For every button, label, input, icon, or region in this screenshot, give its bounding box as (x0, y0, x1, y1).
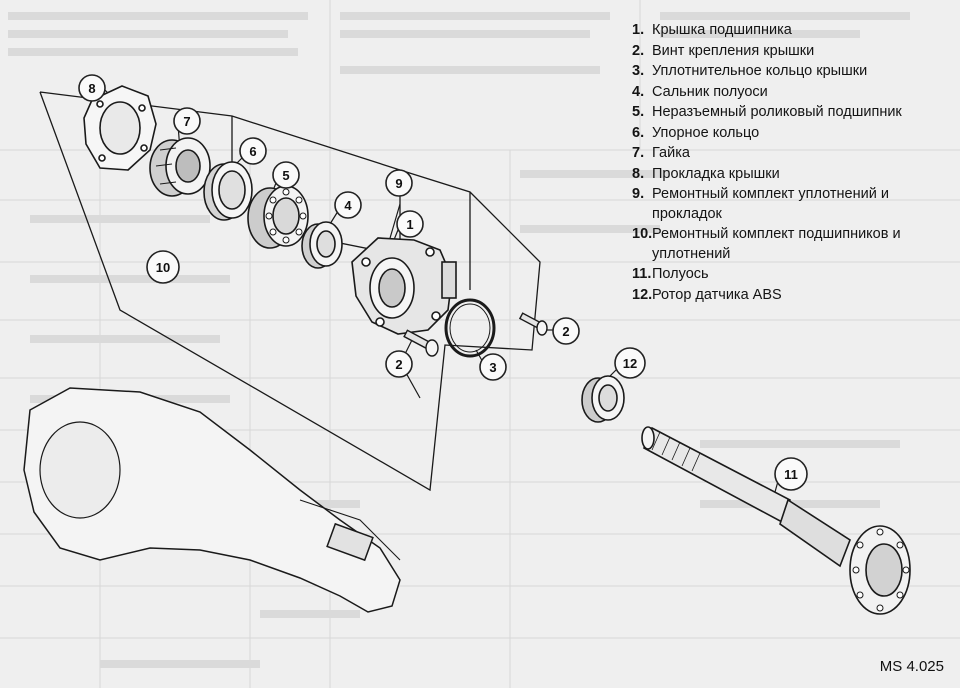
callout-5: 5 (272, 161, 300, 189)
callout-12: 12 (614, 347, 646, 379)
legend-item-8: 8.Прокладка крышки (632, 165, 780, 182)
legend-item-10: 10.Ремонтный комплект подшипников и упло… (632, 226, 901, 262)
legend-item-11: 11.Полуось (632, 266, 709, 282)
callout-6: 6 (239, 137, 267, 165)
oil-seal-part-4 (301, 221, 343, 269)
svg-text:4: 4 (344, 198, 352, 213)
callout-8: 8 (78, 74, 106, 102)
svg-text:5: 5 (282, 168, 289, 183)
svg-text:11: 11 (784, 467, 798, 482)
callout-10: 10 (146, 250, 180, 284)
thrust-ring-part-6 (203, 161, 253, 221)
legend-item-6: 6.Упорное кольцо (632, 124, 760, 141)
legend-item-9: 9.Ремонтный комплект уплотнений и прокла… (632, 186, 889, 222)
svg-text:1: 1 (406, 217, 413, 232)
legend-item-12: 12.Ротор датчика ABS (632, 286, 782, 303)
callout-2-right: 2 (552, 317, 580, 345)
legend-item-7: 7.Гайка (632, 145, 690, 161)
parts-legend: 1.Крышка подшипника 2.Винт крепления кры… (632, 20, 932, 305)
svg-text:9: 9 (395, 176, 402, 191)
svg-text:10: 10 (156, 260, 170, 275)
callout-4: 4 (334, 191, 362, 219)
figure-reference: MS 4.025 (879, 658, 944, 675)
abs-rotor-part-12 (581, 375, 625, 423)
axle-housing (23, 387, 401, 613)
callout-1: 1 (396, 210, 424, 238)
o-ring-part-3 (444, 298, 496, 358)
legend-item-2: 2.Винт крепления крышки (632, 42, 815, 59)
svg-text:3: 3 (489, 360, 496, 375)
half-shaft-part-11 (641, 426, 911, 615)
callout-3: 3 (479, 353, 507, 381)
svg-text:8: 8 (88, 81, 95, 96)
bearing-cap-part-1 (351, 237, 457, 335)
nut-part-7 (149, 137, 211, 197)
screw-part-2 (403, 312, 548, 357)
legend-item-3: 3.Уплотнительное кольцо крышки (632, 63, 868, 79)
svg-text:2: 2 (562, 324, 569, 339)
bearing-part-5 (247, 185, 309, 249)
callout-7: 7 (173, 107, 201, 135)
svg-text:12: 12 (623, 356, 637, 371)
svg-text:7: 7 (183, 114, 190, 129)
callout-2-left: 2 (385, 350, 413, 378)
legend-item-5: 5.Неразъемный роликовый подшипник (632, 104, 902, 120)
callout-9: 9 (385, 169, 413, 197)
gasket-part-8 (83, 85, 157, 171)
svg-text:2: 2 (395, 357, 402, 372)
callout-11: 11 (774, 457, 808, 491)
kit-outline-10 (39, 91, 541, 492)
legend-item-1: 1.Крышка подшипника (632, 22, 792, 38)
legend-item-4: 4.Сальник полуоси (632, 83, 768, 100)
svg-text:6: 6 (249, 144, 256, 159)
